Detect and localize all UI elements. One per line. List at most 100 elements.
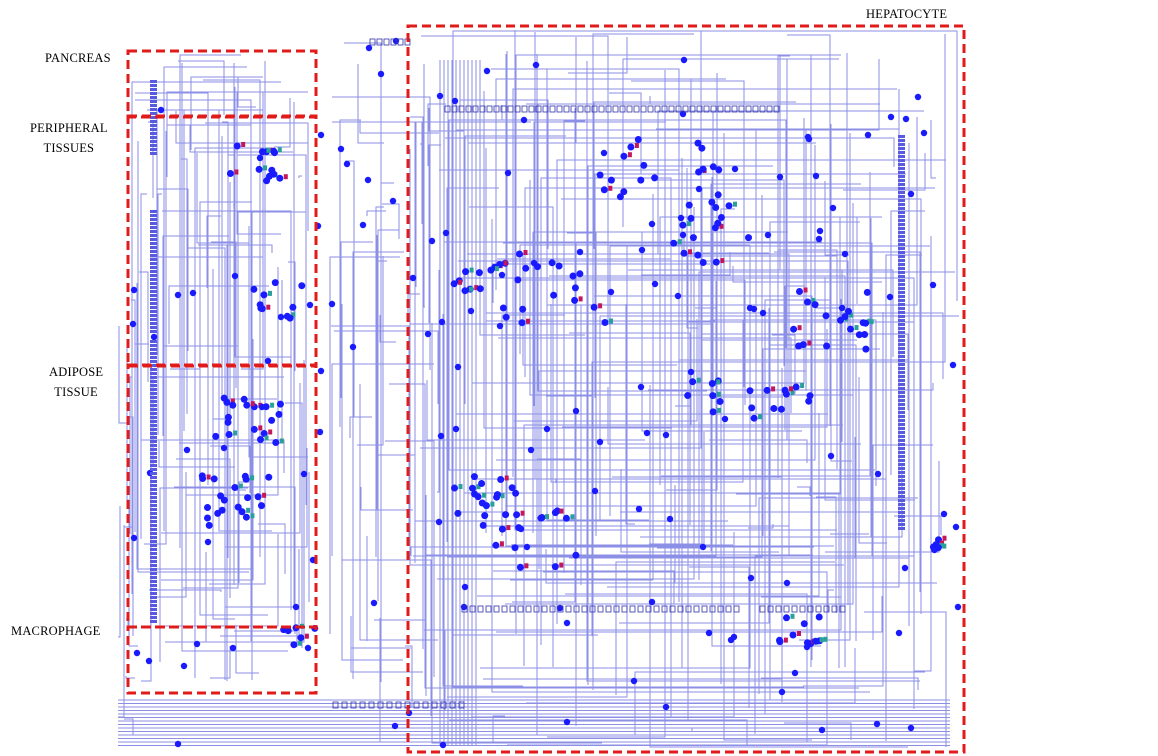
network-node — [440, 742, 446, 748]
species-glyph — [150, 88, 157, 91]
connector-line — [374, 495, 426, 620]
reaction-marker — [559, 563, 563, 568]
species-glyph — [898, 195, 905, 198]
species-glyph — [898, 319, 905, 322]
reaction-marker — [635, 143, 639, 148]
network-node — [751, 415, 758, 422]
network-node — [577, 249, 583, 255]
species-glyph — [150, 492, 157, 495]
species-glyph — [150, 424, 157, 427]
species-glyph — [150, 314, 157, 317]
network-node — [700, 166, 707, 173]
network-node — [443, 230, 449, 236]
reaction-marker — [697, 378, 701, 383]
network-node — [181, 663, 187, 669]
network-node — [696, 186, 702, 192]
species-glyph — [150, 384, 157, 387]
network-node — [151, 334, 157, 340]
species-glyph — [150, 428, 157, 431]
network-node — [731, 634, 737, 640]
connector-line — [660, 217, 882, 485]
network-node — [748, 404, 755, 411]
network-node — [271, 149, 278, 156]
network-node — [620, 153, 627, 160]
reaction-marker — [720, 258, 724, 263]
network-node — [437, 93, 443, 99]
network-node — [681, 57, 687, 63]
species-glyph — [898, 355, 905, 358]
species-glyph — [898, 279, 905, 282]
species-glyph — [898, 183, 905, 186]
network-node — [597, 439, 603, 445]
network-node — [777, 174, 783, 180]
network-node — [790, 326, 797, 333]
network-node — [709, 380, 716, 387]
network-node — [468, 308, 474, 314]
network-node — [221, 445, 227, 451]
reaction-marker — [687, 221, 691, 226]
connector-line — [505, 129, 756, 506]
network-node — [272, 439, 279, 446]
network-node — [842, 251, 848, 257]
reaction-marker — [501, 493, 505, 498]
species-glyph — [150, 512, 157, 515]
network-node — [206, 522, 213, 529]
species-glyph — [627, 106, 632, 112]
network-node — [225, 419, 232, 426]
reaction-marker — [298, 641, 302, 646]
connector-line — [341, 242, 373, 398]
species-glyph — [898, 399, 905, 402]
network-node — [592, 488, 598, 494]
species-glyph — [898, 475, 905, 478]
connector-line — [594, 102, 796, 249]
network-node — [499, 272, 505, 278]
species-glyph — [898, 167, 905, 170]
species-glyph — [150, 250, 157, 253]
network-node — [816, 614, 823, 621]
species-glyph — [486, 606, 491, 612]
network-node — [317, 429, 323, 435]
species-glyph — [150, 352, 157, 355]
species-glyph — [150, 344, 157, 347]
species-glyph — [702, 606, 707, 612]
species-glyph — [150, 96, 157, 99]
species-glyph — [898, 139, 905, 142]
species-glyph — [898, 287, 905, 290]
network-node — [429, 238, 435, 244]
network-node — [709, 392, 716, 399]
species-glyph — [150, 214, 157, 217]
network-node — [251, 426, 258, 433]
network-node — [681, 250, 688, 257]
species-glyph — [487, 106, 492, 112]
species-glyph — [898, 515, 905, 518]
connector-line — [931, 120, 936, 178]
species-glyph — [898, 243, 905, 246]
network-node — [270, 171, 277, 178]
species-glyph — [898, 351, 905, 354]
species-glyph — [150, 140, 157, 143]
network-node — [229, 402, 236, 409]
connector-line — [157, 110, 263, 355]
network-node — [366, 45, 372, 51]
network-node — [230, 645, 236, 651]
species-glyph — [564, 106, 569, 112]
species-glyph — [150, 372, 157, 375]
network-node — [256, 166, 263, 173]
network-node — [221, 395, 228, 402]
connector-line — [439, 170, 679, 468]
connector-line — [496, 145, 815, 460]
network-node — [278, 314, 284, 320]
species-glyph — [898, 503, 905, 506]
connector-line — [342, 304, 403, 660]
network-node — [329, 301, 335, 307]
network-node — [941, 511, 947, 517]
species-glyph — [542, 606, 547, 612]
network-node — [250, 286, 257, 293]
species-glyph — [150, 524, 157, 527]
network-node — [700, 544, 706, 550]
network-node — [812, 638, 819, 645]
network-node — [572, 552, 579, 559]
network-node — [823, 312, 830, 319]
network-node — [717, 398, 724, 405]
species-glyph — [898, 179, 905, 182]
